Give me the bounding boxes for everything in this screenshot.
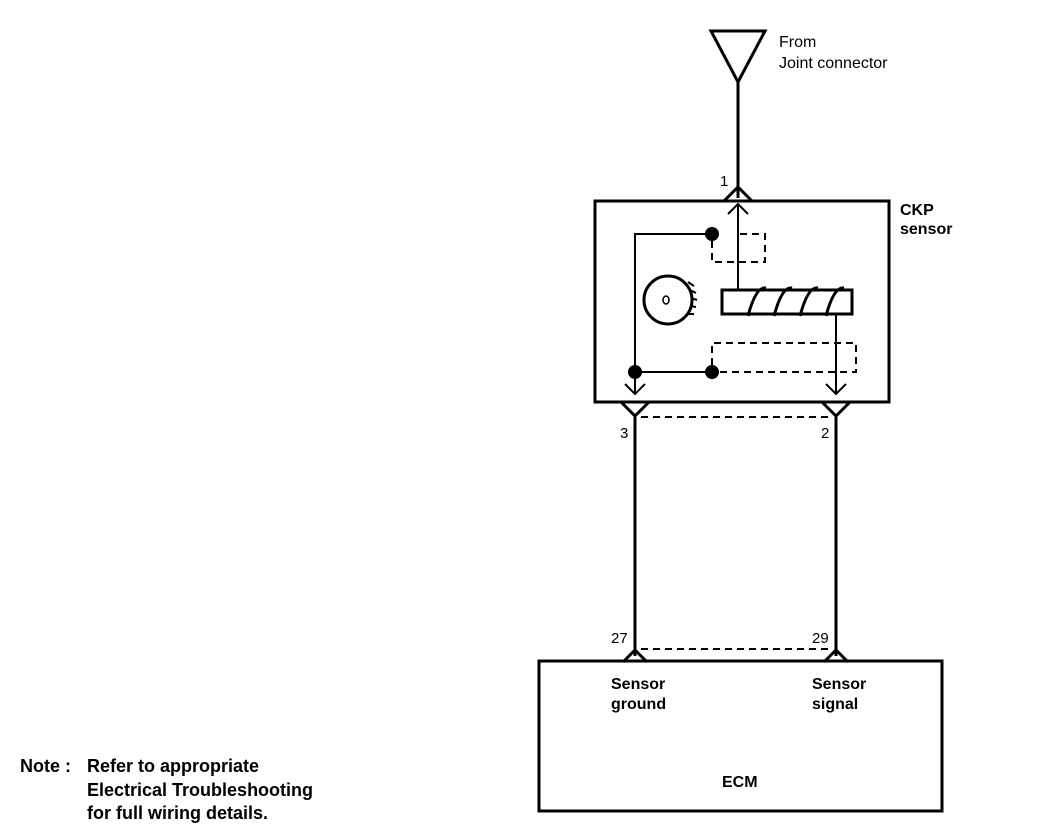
- shield-lower-junction-right: [705, 365, 719, 379]
- shield-upper-dashed-box: [711, 233, 766, 263]
- pin-2-label: 2: [821, 425, 829, 442]
- ecm-box: [537, 659, 944, 813]
- note-line2: Electrical Troubleshooting: [87, 780, 313, 800]
- ecm-sensor-signal-line2: signal: [812, 696, 858, 713]
- ecm-sensor-ground-line2: ground: [611, 696, 666, 713]
- ckp-sensor-label-line1: CKP: [900, 202, 934, 219]
- note-line3: for full wiring details.: [87, 803, 268, 823]
- pin-29-connector: [822, 647, 850, 664]
- pin-1-label: 1: [720, 173, 728, 190]
- note-prefix: Note :: [20, 756, 71, 776]
- pin-27-connector: [621, 647, 649, 664]
- reluctor-wheel: [642, 274, 698, 326]
- ckp-sensor-label-line2: sensor: [900, 221, 952, 238]
- pin-29-label: 29: [812, 630, 829, 647]
- pin-3-label: 3: [620, 425, 628, 442]
- joint-connector-triangle: [708, 29, 768, 86]
- shield-lower-junction-left: [628, 365, 642, 379]
- shield-lower-dashed-box: [711, 342, 857, 373]
- pickup-coil: [720, 286, 854, 317]
- pin-27-label: 27: [611, 630, 628, 647]
- shield-upper-wire: [634, 233, 712, 372]
- note-line1: Refer to appropriate: [87, 756, 259, 776]
- source-label-line1: From: [779, 34, 816, 51]
- pin-3-connector: [619, 379, 651, 419]
- ckp-sensor-box: [593, 199, 891, 404]
- shield-upper-junction: [705, 227, 719, 241]
- ecm-sensor-ground-line1: Sensor: [611, 676, 665, 693]
- source-label-line2: Joint connector: [779, 55, 888, 72]
- ecm-sensor-signal-line1: Sensor: [812, 676, 866, 693]
- ecm-title: ECM: [722, 774, 758, 791]
